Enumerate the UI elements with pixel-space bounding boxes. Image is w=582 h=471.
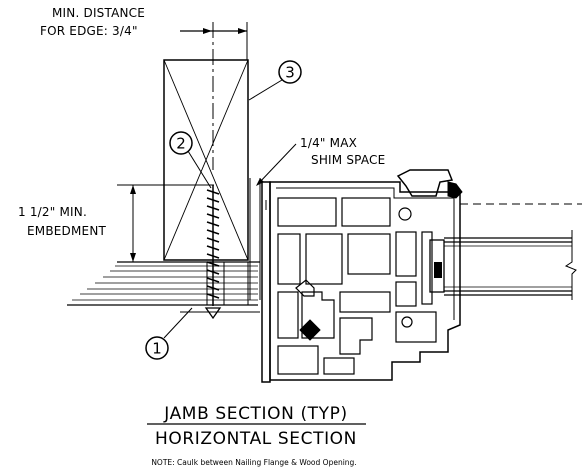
screw-fastener (204, 185, 222, 320)
min-distance-label-line2: FOR EDGE: 3/4" (40, 24, 138, 38)
caulk-note: NOTE: Caulk between Nailing Flange & Woo… (151, 458, 356, 467)
callout-1-number: 1 (152, 340, 162, 358)
callout-3-number: 3 (285, 64, 295, 82)
min-distance-label-line1: MIN. DISTANCE (52, 6, 145, 20)
shim-space-callout: 1/4" MAX SHIM SPACE (249, 136, 385, 300)
glass-unit (429, 203, 582, 300)
embedment-dimension: 1 1/2" MIN. EMBEDMENT (18, 184, 214, 262)
title-line2: HORIZONTAL SECTION (155, 429, 357, 449)
min-distance-dimension: MIN. DISTANCE FOR EDGE: 3/4" (40, 6, 248, 170)
callout-bubble-1: 1 (145, 307, 193, 360)
shim-label-line1: 1/4" MAX (300, 136, 357, 150)
callout-bubble-3: 3 (248, 60, 302, 101)
shim-label-line2: SHIM SPACE (311, 153, 385, 167)
wood-stud (163, 59, 249, 261)
embedment-label-line1: 1 1/2" MIN. (18, 205, 87, 219)
embedment-label-line2: EMBEDMENT (27, 224, 107, 238)
callout-2-number: 2 (176, 135, 186, 153)
drawing-title: JAMB SECTION (TYP) HORIZONTAL SECTION NO… (147, 404, 366, 467)
wall-substrate (67, 261, 260, 313)
window-frame-profile (261, 169, 463, 383)
callout-bubble-2: 2 (169, 131, 212, 189)
title-line1: JAMB SECTION (TYP) (163, 404, 347, 424)
